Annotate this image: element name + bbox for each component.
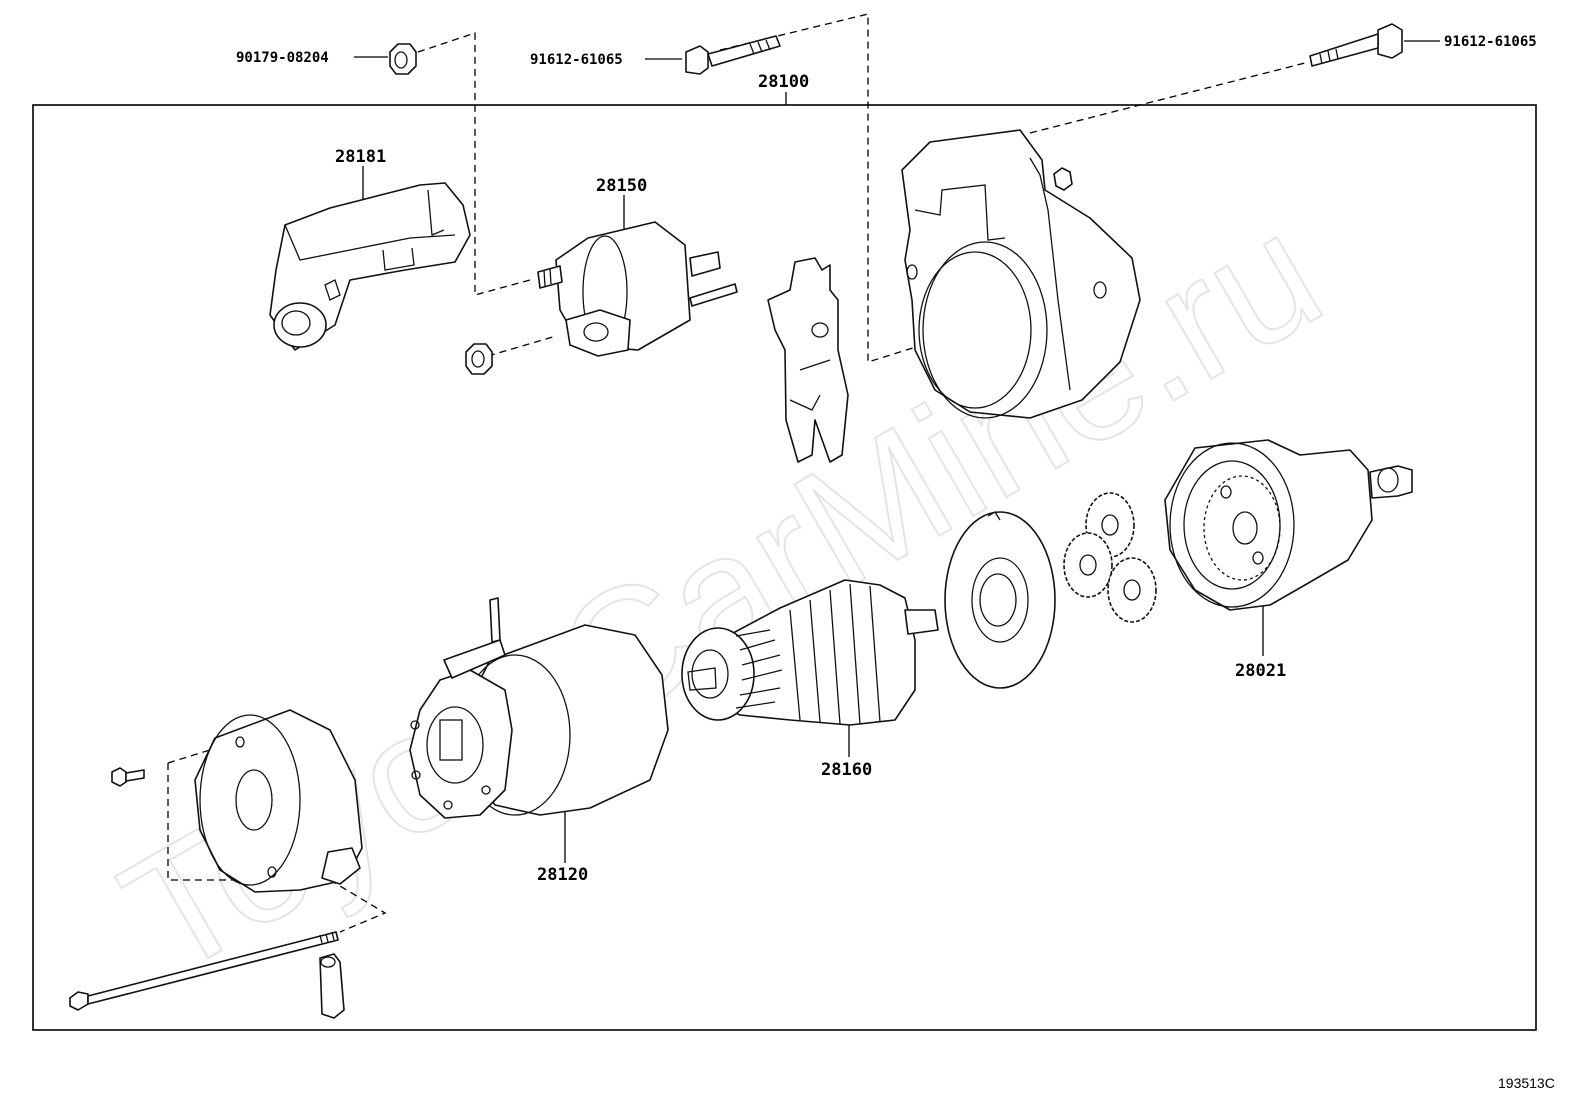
gear-plate bbox=[944, 511, 1056, 689]
nut-housing bbox=[1053, 167, 1073, 191]
nut-90179-08204 bbox=[389, 43, 417, 75]
switch-28150 bbox=[537, 221, 738, 357]
label-28120: 28120 bbox=[537, 865, 588, 885]
end-frame-screw bbox=[111, 767, 145, 787]
assembly-frame bbox=[32, 104, 1537, 1031]
label-28181: 28181 bbox=[335, 147, 386, 167]
terminal-sleeve bbox=[319, 953, 345, 1019]
diagram-code: 193513C bbox=[1498, 1075, 1555, 1091]
nut-switch bbox=[465, 343, 493, 375]
label-bolt-91612-61065-right: 91612-61065 bbox=[1444, 34, 1537, 50]
label-28160: 28160 bbox=[821, 760, 872, 780]
planetary-gears bbox=[1063, 492, 1157, 623]
label-nut-90179-08204: 90179-08204 bbox=[236, 50, 329, 66]
cover-28181 bbox=[269, 182, 471, 351]
drive-lever bbox=[767, 257, 849, 463]
label-28021: 28021 bbox=[1235, 661, 1286, 681]
bolt-91612-61065-right bbox=[1309, 23, 1403, 67]
armature-28160 bbox=[681, 579, 939, 726]
drive-housing bbox=[901, 129, 1141, 419]
part-labels: 90179-08204 91612-61065 91612-61065 2810… bbox=[236, 34, 1555, 1091]
yoke-28120 bbox=[409, 597, 669, 819]
label-28150: 28150 bbox=[596, 176, 647, 196]
label-28100: 28100 bbox=[758, 72, 809, 92]
clutch-28021 bbox=[1164, 439, 1413, 611]
leader-lines bbox=[354, 40, 1440, 863]
through-bolt bbox=[69, 931, 339, 1011]
end-frame bbox=[194, 709, 363, 893]
label-bolt-91612-61065-top: 91612-61065 bbox=[530, 52, 623, 68]
bolt-91612-61065-top bbox=[685, 35, 781, 75]
